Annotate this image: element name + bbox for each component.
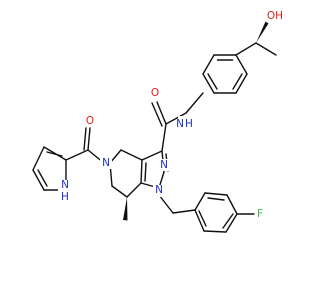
atom-amide-nitrogen: N [176, 118, 184, 130]
fluorobenzyl-group [158, 194, 196, 214]
atom-pyrazole-nitrogen-2: N [160, 159, 168, 171]
stereo-wedge-hydroxyl [256, 21, 269, 43]
hydroxyethyl-group [235, 21, 277, 56]
atom-pyrrole-nitrogen: N [61, 179, 69, 191]
phenyl-ring-top [202, 54, 248, 94]
atom-fluorine: F [257, 208, 263, 220]
carboxamide-group [151, 92, 204, 152]
atom-pyrrole-hydrogen: H [61, 191, 69, 203]
molecule-diagram: OH O O N H N N N N H F [32, 10, 283, 233]
atom-carbonyl-oxygen-amide: O [151, 87, 159, 99]
pyrrole-ring [32, 146, 67, 191]
atom-pyrazole-nitrogen-1: N [155, 184, 163, 196]
atom-carbonyl-oxygen-pyrrole: O [86, 115, 94, 127]
atom-hydroxyl-oxygen: OH [267, 10, 283, 22]
atom-amide-hydrogen: H [185, 118, 193, 130]
tetrahydropyridine-ring [109, 149, 143, 198]
atom-ring-nitrogen-tetrahydro: N [102, 157, 110, 169]
stereo-wedge-methyl [123, 197, 128, 221]
pyrrole-carbonyl-group [65, 127, 105, 164]
fluorophenyl-ring [194, 192, 255, 233]
